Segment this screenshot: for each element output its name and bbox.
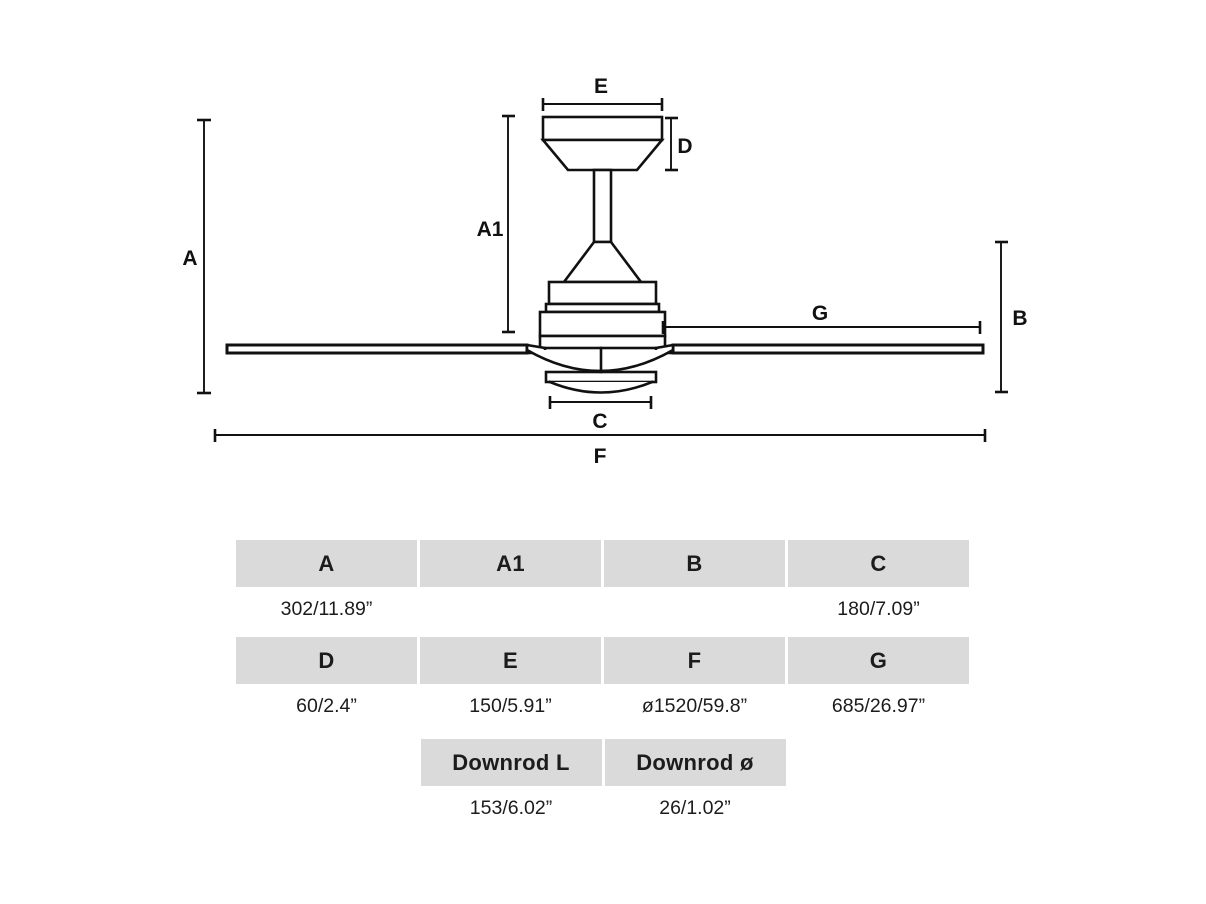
- dimension-label-B: B: [1012, 307, 1027, 330]
- downrod-value-diameter: 26/1.02”: [659, 797, 731, 819]
- dimension-label-F: F: [594, 445, 607, 468]
- dimension-line-C: [548, 396, 653, 409]
- dimensions-table-2: D E F G 60/2.4” 150/5.91” ø1520/59.8” 68…: [0, 637, 1206, 729]
- table-2-value-e: 150/5.91”: [469, 695, 552, 717]
- dimension-label-E: E: [594, 75, 608, 98]
- downrod: [592, 168, 613, 244]
- table-1-value-c: 180/7.09”: [837, 598, 920, 620]
- dimension-tables: A A1 B C 302/11.89” 180/7.09” D E F G 60…: [0, 540, 1206, 831]
- dimension-label-A: A: [182, 247, 197, 270]
- dimensions-table-1: A A1 B C 302/11.89” 180/7.09”: [0, 540, 1206, 632]
- dimension-line-A1: [502, 114, 515, 334]
- downrod-header-diameter: Downrod ø: [604, 739, 786, 786]
- table-1-header-a: A: [236, 540, 417, 587]
- dimension-line-D: [665, 116, 678, 172]
- table-2-header-d: D: [236, 637, 417, 684]
- table-2-header-g: G: [788, 637, 969, 684]
- dimension-line-F: [213, 429, 987, 442]
- ceiling-canopy: [540, 115, 665, 172]
- table-1-value-a: 302/11.89”: [280, 598, 373, 620]
- downrod-value-length: 153/6.02”: [469, 797, 553, 819]
- dimension-line-E: [541, 98, 664, 111]
- table-2-value-row: 60/2.4” 150/5.91” ø1520/59.8” 685/26.97”: [0, 684, 1206, 729]
- table-2-value-d: 60/2.4”: [296, 695, 357, 717]
- fan-blade-right: [671, 343, 985, 355]
- dimension-label-C: C: [592, 410, 607, 433]
- downrod-value-row: 153/6.02” 26/1.02”: [0, 786, 1206, 831]
- table-1-header-b: B: [604, 540, 785, 587]
- table-2-value-g: 685/26.97”: [831, 695, 926, 717]
- table-2-value-f: ø1520/59.8”: [641, 695, 748, 717]
- dimension-label-G: G: [812, 302, 828, 325]
- table-1-header-c: C: [788, 540, 969, 587]
- motor-coupling: [561, 240, 644, 284]
- light-kit: [525, 346, 675, 394]
- downrod-header-row: Downrod L Downrod ø: [0, 739, 1206, 786]
- dimension-line-A: [197, 118, 211, 395]
- downrod-header-length: Downrod L: [420, 739, 602, 786]
- motor-housing: [538, 280, 667, 350]
- dimension-label-A1: A1: [477, 218, 504, 241]
- fan-blade-left: [225, 343, 529, 355]
- fan-dimensional-diagram: A A1 B C D E F G: [182, 75, 1027, 468]
- table-2-header-row: D E F G: [0, 637, 1206, 684]
- dimension-line-B: [995, 240, 1008, 394]
- downrod-table: Downrod L Downrod ø 153/6.02” 26/1.02”: [0, 739, 1206, 831]
- table-1-header-a1: A1: [420, 540, 601, 587]
- dimension-line-G: [661, 321, 982, 334]
- table-1-value-row: 302/11.89” 180/7.09”: [0, 587, 1206, 632]
- dimension-label-D: D: [677, 135, 692, 158]
- table-1-header-row: A A1 B C: [0, 540, 1206, 587]
- table-2-header-e: E: [420, 637, 601, 684]
- table-2-header-f: F: [604, 637, 785, 684]
